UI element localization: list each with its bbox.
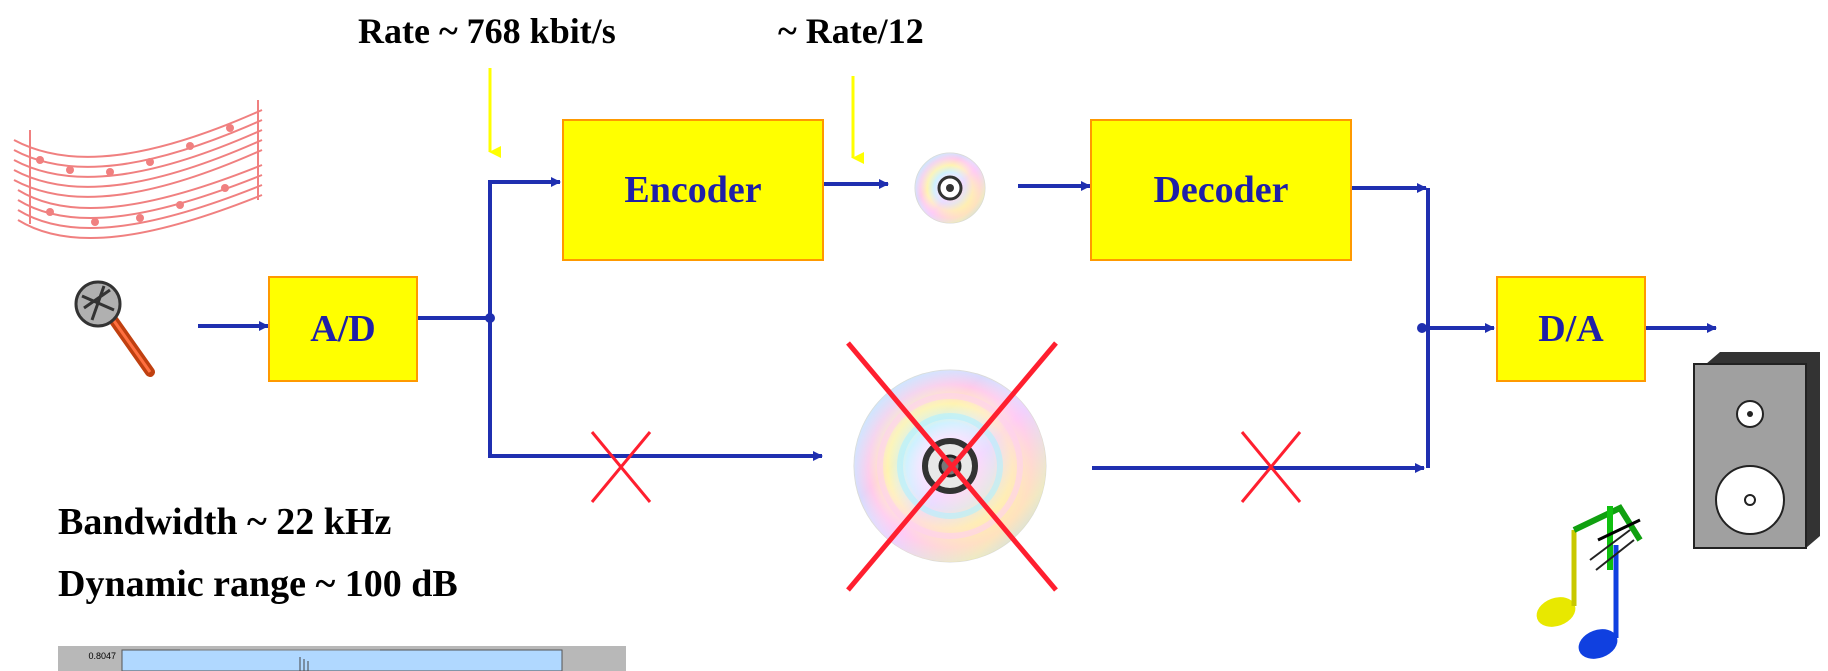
da-block: D/A xyxy=(1496,276,1646,382)
waveform-y-tick: 0.8047 xyxy=(88,651,116,661)
encoder-block: Encoder xyxy=(562,119,824,261)
large-cd-cross xyxy=(846,341,1058,592)
bypass-cross-left xyxy=(590,431,652,503)
merge-junction-dot xyxy=(1417,323,1427,333)
output-rate-label: ~ Rate/12 xyxy=(778,11,924,51)
ad-block: A/D xyxy=(268,276,418,382)
waveform-thumbnail xyxy=(58,646,626,671)
microphone-icon xyxy=(74,280,155,377)
music-notes-icon xyxy=(1536,504,1643,659)
decoder-block: Decoder xyxy=(1090,119,1352,261)
split-junction-dot xyxy=(485,313,495,323)
input-rate-label: Rate ~ 768 kbit/s xyxy=(358,11,616,51)
dynamic-range-label: Dynamic range ~ 100 dB xyxy=(58,563,458,605)
speaker-icon xyxy=(1693,352,1820,549)
bandwidth-label: Bandwidth ~ 22 kHz xyxy=(58,501,392,543)
small-cd-icon xyxy=(914,152,986,224)
bypass-cross-right xyxy=(1240,431,1302,503)
music-score-icon xyxy=(13,100,263,239)
